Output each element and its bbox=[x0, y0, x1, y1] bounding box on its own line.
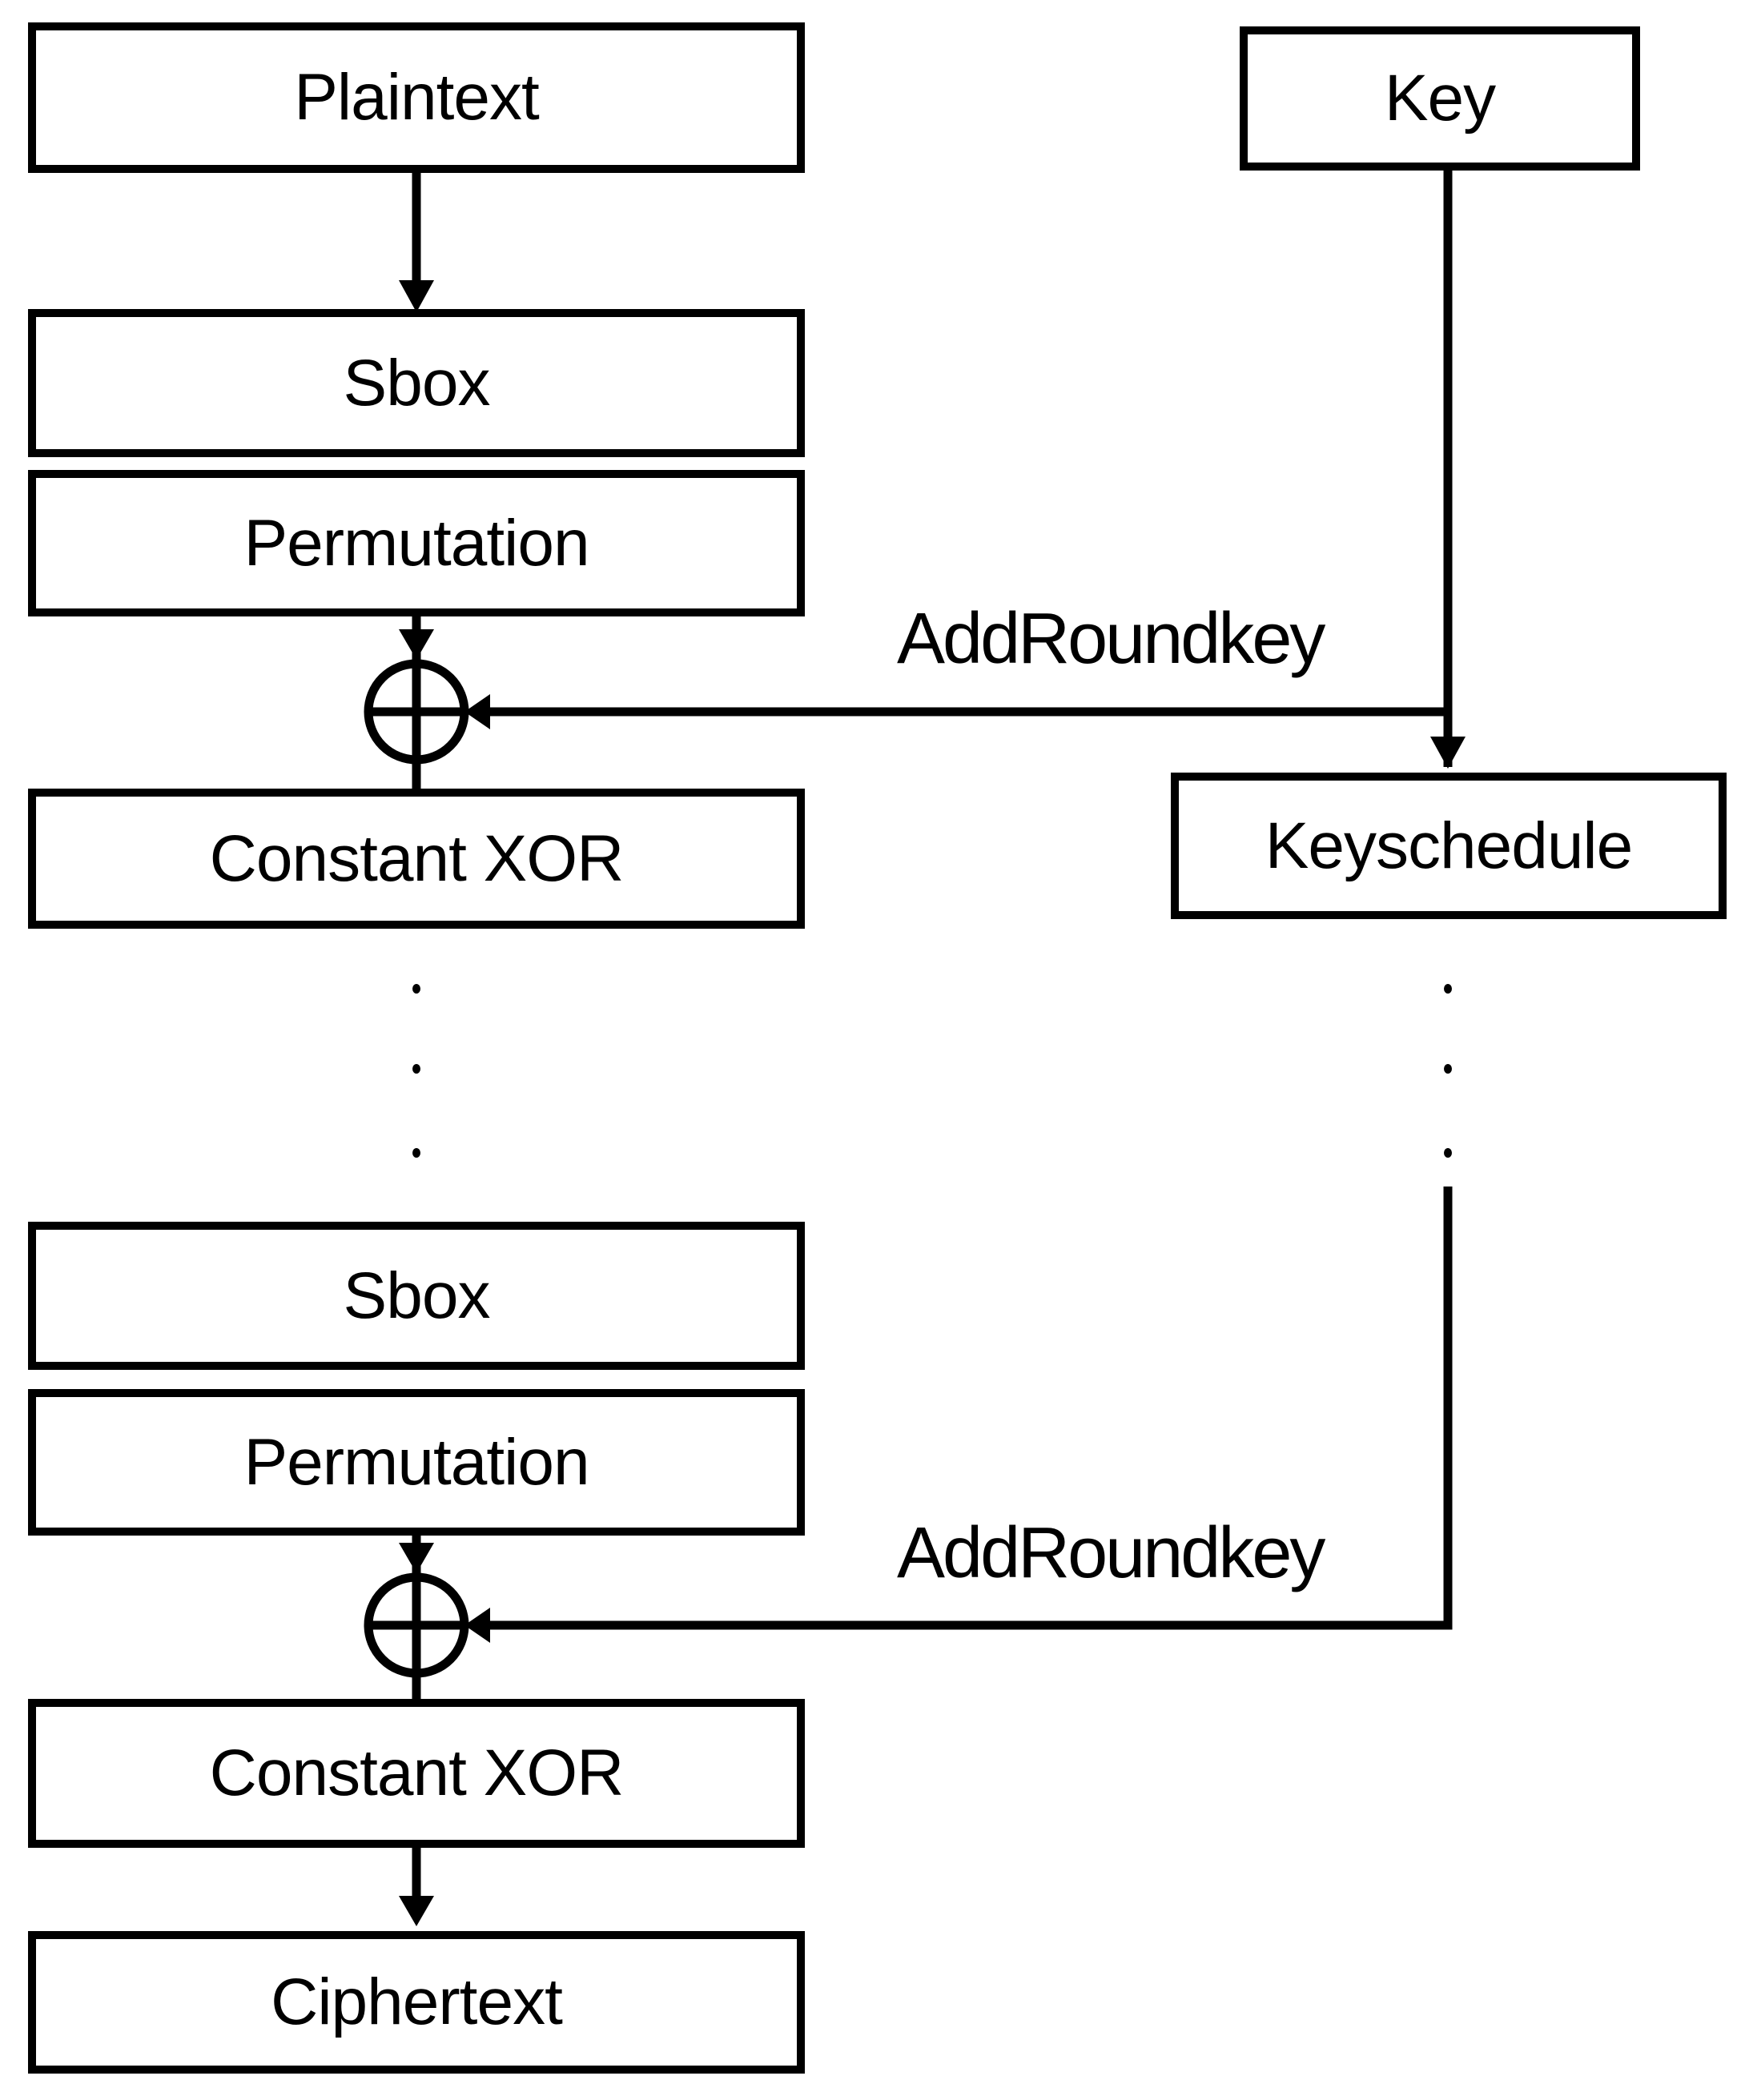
key-label: Key bbox=[1384, 62, 1496, 135]
arrow-down-icon bbox=[399, 280, 434, 312]
arrow-down-icon bbox=[399, 629, 434, 660]
permutation-round1-box: Permutation bbox=[28, 470, 805, 616]
dot bbox=[412, 1064, 420, 1074]
permutation-final-label: Permutation bbox=[243, 1425, 589, 1499]
plaintext-box: Plaintext bbox=[28, 22, 805, 173]
keyschedule-label: Keyschedule bbox=[1265, 809, 1634, 882]
arrow-down-icon bbox=[1430, 737, 1466, 769]
permutation-round1-label: Permutation bbox=[243, 506, 589, 580]
addroundkey-final-label: AddRoundkey bbox=[897, 1513, 1325, 1593]
constant-xor-final-box: Constant XOR bbox=[28, 1699, 805, 1848]
arrow-left-icon bbox=[464, 694, 490, 729]
constant-xor-round1-label: Constant XOR bbox=[209, 821, 625, 895]
vertical-ellipsis-icon bbox=[412, 984, 420, 1158]
keyschedule-box: Keyschedule bbox=[1171, 773, 1727, 919]
sbox-final-label: Sbox bbox=[343, 1259, 491, 1332]
permutation-final-box: Permutation bbox=[28, 1389, 805, 1536]
dot bbox=[1444, 1064, 1452, 1074]
arrow-down-icon bbox=[399, 1543, 434, 1573]
sbox-round1-label: Sbox bbox=[343, 346, 491, 420]
dot bbox=[412, 1148, 420, 1158]
plaintext-label: Plaintext bbox=[294, 61, 540, 134]
vertical-ellipsis-icon bbox=[1444, 984, 1452, 1158]
addroundkey-final-annotation: AddRoundkey bbox=[897, 1508, 1345, 1598]
constant-xor-round1-box: Constant XOR bbox=[28, 789, 805, 929]
ciphertext-label: Ciphertext bbox=[271, 1965, 563, 2038]
arrow-left-icon bbox=[464, 1608, 490, 1643]
addroundkey-arrow-shaft-final bbox=[490, 1187, 1453, 1630]
dot bbox=[1444, 984, 1452, 994]
sbox-final-box: Sbox bbox=[28, 1222, 805, 1370]
arrow-down-icon bbox=[399, 1896, 434, 1926]
dot bbox=[412, 984, 420, 994]
sbox-round1-box: Sbox bbox=[28, 309, 805, 457]
dot bbox=[1444, 1148, 1452, 1158]
key-box: Key bbox=[1240, 26, 1640, 171]
ciphertext-box: Ciphertext bbox=[28, 1931, 805, 2074]
constant-xor-final-label: Constant XOR bbox=[209, 1737, 625, 1809]
addroundkey-round1-label: AddRoundkey bbox=[897, 599, 1325, 679]
addroundkey-round1-annotation: AddRoundkey bbox=[897, 594, 1345, 684]
